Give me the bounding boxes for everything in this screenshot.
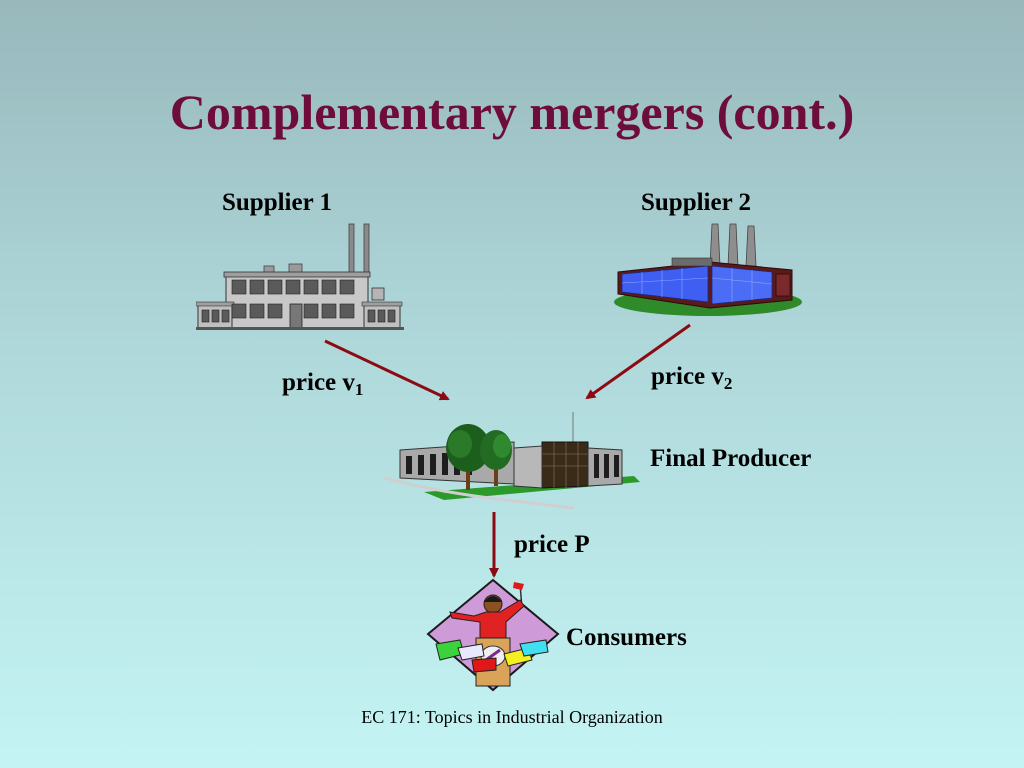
price-v2-label: price v2 xyxy=(651,363,733,393)
slide-footer: EC 171: Topics in Industrial Organizatio… xyxy=(361,707,663,727)
supplier-1-label: Supplier 1 xyxy=(222,189,332,216)
factory-icon xyxy=(196,220,404,330)
supplier-2-label: Supplier 2 xyxy=(641,189,751,216)
arrow-supplier1-to-producer xyxy=(324,339,450,401)
consumers-label: Consumers xyxy=(566,624,687,651)
office-building-icon xyxy=(384,408,642,518)
slide-title: Complementary mergers (cont.) xyxy=(169,84,855,140)
arrow-supplier2-to-producer xyxy=(585,323,691,400)
factory-icon xyxy=(612,220,802,318)
price-v1-label: price v1 xyxy=(282,369,364,399)
price-p-label: price P xyxy=(514,531,590,558)
shopper-icon xyxy=(424,578,562,692)
final-producer-label: Final Producer xyxy=(650,445,812,472)
